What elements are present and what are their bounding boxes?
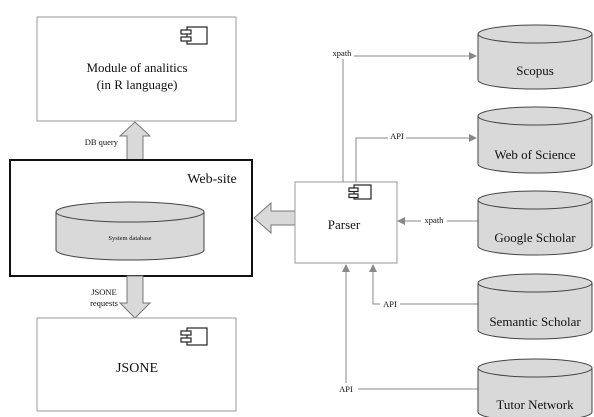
- jsone-requests-arrow: JSONE requests: [90, 275, 152, 319]
- connector-labels: xpath API xpath API API: [330, 48, 447, 394]
- component-icon: [180, 327, 208, 346]
- website-module: Web-site System database: [9, 159, 253, 277]
- analytics-title-line1: Module of analitics: [86, 60, 187, 75]
- database-semantic-scholar: Semantic Scholar: [477, 273, 593, 340]
- database-scopus: Scopus: [477, 24, 593, 90]
- scopus-link-label: xpath: [333, 48, 353, 58]
- web-of-science-label: Web of Science: [494, 147, 575, 162]
- semantic-scholar-link-label: API: [383, 299, 397, 309]
- semantic-scholar-connector: [369, 264, 478, 305]
- tutor-network-connector: [342, 264, 478, 390]
- jsone-module: JSONE: [36, 317, 237, 412]
- google-scholar-link-label: xpath: [425, 215, 445, 225]
- system-database-label: System database: [108, 235, 151, 242]
- semantic-scholar-label: Semantic Scholar: [489, 314, 581, 329]
- analytics-module: Module of analitics (in R language): [36, 16, 237, 122]
- db-query-label: DB query: [85, 137, 119, 147]
- component-icon: [180, 26, 208, 45]
- analytics-title-line2: (in R language): [97, 77, 178, 92]
- system-database-icon: [55, 201, 205, 261]
- database-google-scholar: Google Scholar: [477, 190, 593, 256]
- google-scholar-label: Google Scholar: [494, 230, 576, 245]
- db-query-arrow: DB query: [85, 121, 152, 161]
- tutor-network-link-label: API: [339, 384, 353, 394]
- database-tutor-network: Tutor Network: [477, 358, 593, 417]
- scopus-connector: [342, 52, 477, 182]
- jsone-requests-label-1: JSONE: [91, 287, 117, 297]
- database-web-of-science: Web of Science: [477, 106, 593, 174]
- scopus-label: Scopus: [516, 63, 554, 78]
- tutor-network-label: Tutor Network: [496, 397, 574, 412]
- jsone-title: JSONE: [116, 361, 158, 376]
- parser-title: Parser: [328, 217, 361, 232]
- web-of-science-link-label: API: [390, 131, 404, 141]
- web-of-science-connector: [355, 134, 477, 182]
- website-title: Web-site: [187, 172, 236, 187]
- component-icon: [348, 184, 372, 200]
- jsone-requests-label-2: requests: [90, 298, 118, 308]
- parser-to-website-arrow: [253, 201, 296, 235]
- parser-module: Parser: [294, 181, 398, 264]
